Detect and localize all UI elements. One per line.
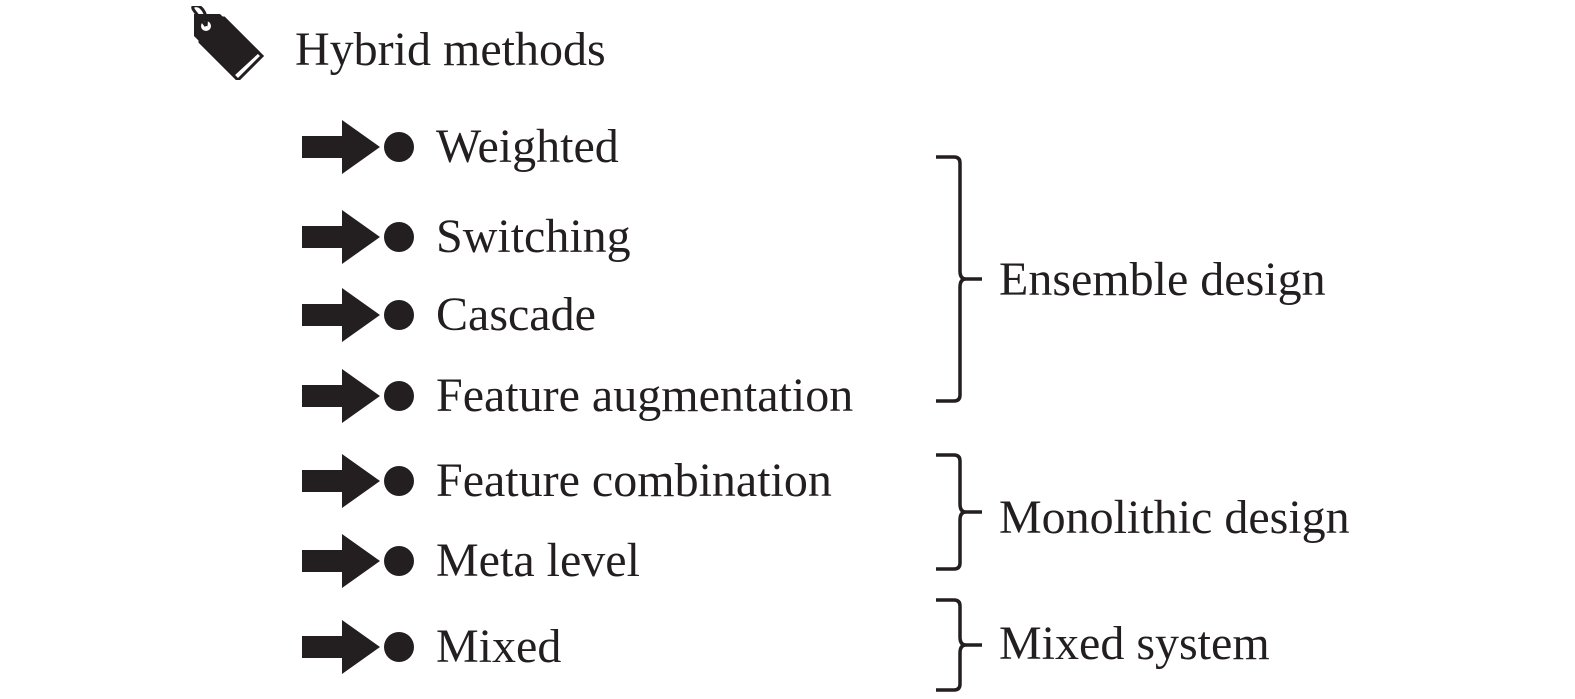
item-label: Switching xyxy=(436,210,631,263)
item-label: Cascade xyxy=(436,288,596,341)
tag-icon xyxy=(191,6,265,80)
item-label: Weighted xyxy=(436,120,619,173)
item-label: Feature augmentation xyxy=(436,369,854,422)
item-label: Mixed xyxy=(436,620,562,673)
arrow-right-icon xyxy=(302,454,380,508)
diagram-title: Hybrid methods xyxy=(295,23,606,76)
group-label-ensemble-design: Ensemble design xyxy=(999,253,1326,306)
right-brace-icon xyxy=(936,453,982,571)
arrow-right-icon xyxy=(302,534,380,588)
item-label: Feature combination xyxy=(436,454,832,507)
group-label-monolithic-design: Monolithic design xyxy=(999,491,1350,544)
item-label: Meta level xyxy=(436,534,640,587)
arrow-right-icon xyxy=(302,210,380,264)
group-label-mixed-system: Mixed system xyxy=(999,617,1270,670)
arrow-right-icon xyxy=(302,120,380,174)
arrow-right-icon xyxy=(302,369,380,423)
arrow-right-icon xyxy=(302,620,380,674)
bullet-dot-icon xyxy=(384,466,414,496)
bullet-dot-icon xyxy=(384,381,414,411)
list-item-mixed: Mixed xyxy=(0,612,940,682)
list-item-feature-combination: Feature combination xyxy=(0,446,940,516)
bullet-dot-icon xyxy=(384,632,414,662)
right-brace-icon xyxy=(936,155,982,403)
right-brace-icon xyxy=(936,598,982,692)
diagram-title-row: Hybrid methods xyxy=(0,0,1575,100)
bullet-dot-icon xyxy=(384,546,414,576)
bullet-dot-icon xyxy=(384,222,414,252)
list-item-meta-level: Meta level xyxy=(0,526,940,596)
list-item-switching: Switching xyxy=(0,202,940,272)
list-item-cascade: Cascade xyxy=(0,280,940,350)
list-item-feature-augmentation: Feature augmentation xyxy=(0,361,940,431)
arrow-right-icon xyxy=(302,288,380,342)
list-item-weighted: Weighted xyxy=(0,112,940,182)
bullet-dot-icon xyxy=(384,132,414,162)
bullet-dot-icon xyxy=(384,300,414,330)
